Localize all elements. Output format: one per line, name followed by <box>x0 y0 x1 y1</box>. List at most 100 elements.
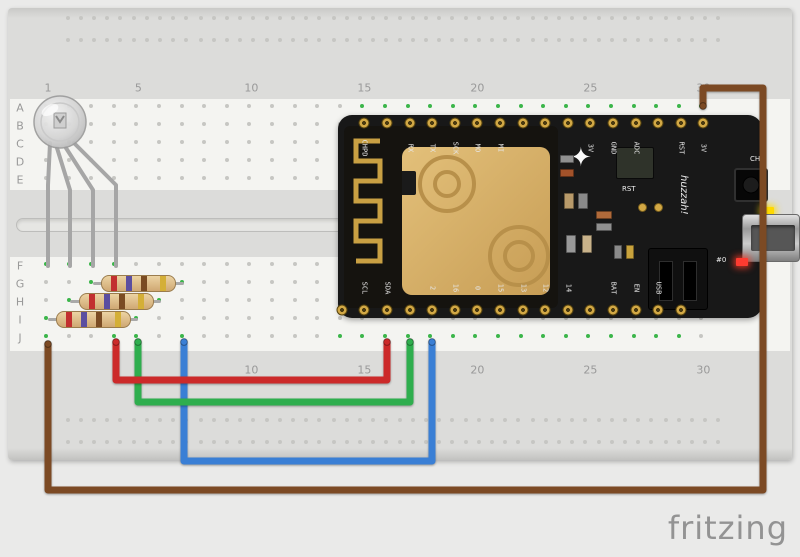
feather-pin <box>539 117 551 129</box>
breadboard-hole <box>179 176 184 180</box>
breadboard-hole <box>278 16 283 20</box>
pin-label: EN <box>632 283 641 293</box>
resistor-band <box>104 294 110 309</box>
breadboard-hole <box>344 16 349 20</box>
breadboard-hole <box>105 38 109 42</box>
breadboard-hole <box>582 440 587 444</box>
breadboard-hole <box>689 38 694 42</box>
breadboard-hole <box>490 38 495 42</box>
breadboard-hole <box>270 158 274 162</box>
breadboard-hole <box>383 418 388 422</box>
feather-pin <box>539 304 551 316</box>
column-label-top: 15 <box>357 81 372 95</box>
pin-label: 2 <box>428 285 437 291</box>
breadboard-hole <box>464 38 469 42</box>
breadboard-hole <box>663 38 668 42</box>
breadboard-hole <box>211 418 216 422</box>
breadboard-hole <box>503 38 508 42</box>
shield-swirl <box>433 170 461 198</box>
breadboard-hole <box>92 418 96 422</box>
resistor-band <box>89 294 95 309</box>
resistor-band <box>138 294 144 309</box>
feather-pin <box>562 117 574 129</box>
breadboard-hole-connected <box>405 104 410 108</box>
smd-component <box>566 235 576 253</box>
reset-button[interactable] <box>734 168 768 202</box>
feather-huzzah-board[interactable]: RST huzzah! CHG #0 CHPDRXTXSCKMOMI3VGNDA… <box>336 115 800 318</box>
breadboard-hole <box>118 16 122 20</box>
charge-led <box>762 207 774 215</box>
feather-pin <box>494 304 506 316</box>
feather-pin <box>471 304 483 316</box>
resistor-band <box>66 312 72 327</box>
breadboard-hole <box>179 140 184 144</box>
breadboard-hole <box>224 280 229 284</box>
chg-label: CHG <box>750 155 766 163</box>
feather-pin <box>381 117 393 129</box>
breadboard-hole <box>224 262 229 266</box>
feather-pin <box>697 117 709 129</box>
breadboard-hole <box>171 38 176 42</box>
breadboard-hole <box>292 262 297 266</box>
breadboard-hole <box>292 140 297 144</box>
breadboard-hole <box>237 440 242 444</box>
breadboard-hole <box>291 16 296 20</box>
column-label-bottom: 10 <box>244 363 259 377</box>
breadboard-hole <box>270 334 274 338</box>
breadboard-hole <box>184 38 189 42</box>
breadboard-hole <box>237 418 242 422</box>
breadboard-hole <box>105 418 109 422</box>
breadboard-hole <box>44 298 48 302</box>
row-label: H <box>15 295 25 309</box>
feather-pin <box>381 304 393 316</box>
pin-label: 3V <box>586 143 595 153</box>
pin-label: RX <box>406 143 415 153</box>
breadboard-hole-connected <box>609 334 613 338</box>
breadboard-hole <box>132 16 137 20</box>
breadboard-hole <box>331 418 336 422</box>
breadboard-hole <box>224 176 229 180</box>
breadboard-hole <box>224 16 229 20</box>
breadboard-hole <box>450 16 454 20</box>
breadboard-hole <box>477 38 482 42</box>
feather-pin <box>584 304 596 316</box>
feather-pin <box>675 304 687 316</box>
pin-label: GND <box>609 141 618 155</box>
breadboard-hole <box>437 16 441 20</box>
breadboard-hole <box>270 176 274 180</box>
rgb-led[interactable] <box>10 85 160 285</box>
breadboard-hole <box>224 158 229 162</box>
feather-pin <box>426 117 438 129</box>
breadboard-hole <box>331 38 336 42</box>
breadboard-hole <box>370 440 375 444</box>
breadboard-hole <box>530 38 535 42</box>
smd-component <box>596 211 612 219</box>
breadboard-hole <box>676 16 681 20</box>
pin-label: 16 <box>451 283 460 293</box>
breadboard-hole-connected <box>450 334 455 338</box>
breadboard-hole <box>184 16 189 20</box>
breadboard-hole <box>265 38 270 42</box>
pin-label: 0 <box>473 285 482 291</box>
resistor-band <box>119 294 125 309</box>
breadboard-hole <box>411 16 415 20</box>
breadboard-hole <box>224 38 229 42</box>
breadboard-hole <box>265 16 270 20</box>
breadboard-hole <box>158 38 163 42</box>
smd-component <box>596 223 612 231</box>
breadboard-hole <box>66 334 71 338</box>
breadboard-hole <box>370 38 375 42</box>
breadboard-hole <box>317 16 322 20</box>
breadboard-hole <box>610 38 615 42</box>
breadboard-hole <box>450 38 454 42</box>
breadboard-hole <box>383 16 388 20</box>
breadboard-hole <box>66 16 70 20</box>
breadboard-hole <box>198 440 203 444</box>
breadboard-hole <box>516 38 521 42</box>
breadboard-hole <box>331 16 336 20</box>
breadboard-hole <box>569 418 574 422</box>
breadboard-hole <box>79 38 83 42</box>
breadboard-hole <box>702 440 707 444</box>
breadboard-hole <box>105 440 109 444</box>
